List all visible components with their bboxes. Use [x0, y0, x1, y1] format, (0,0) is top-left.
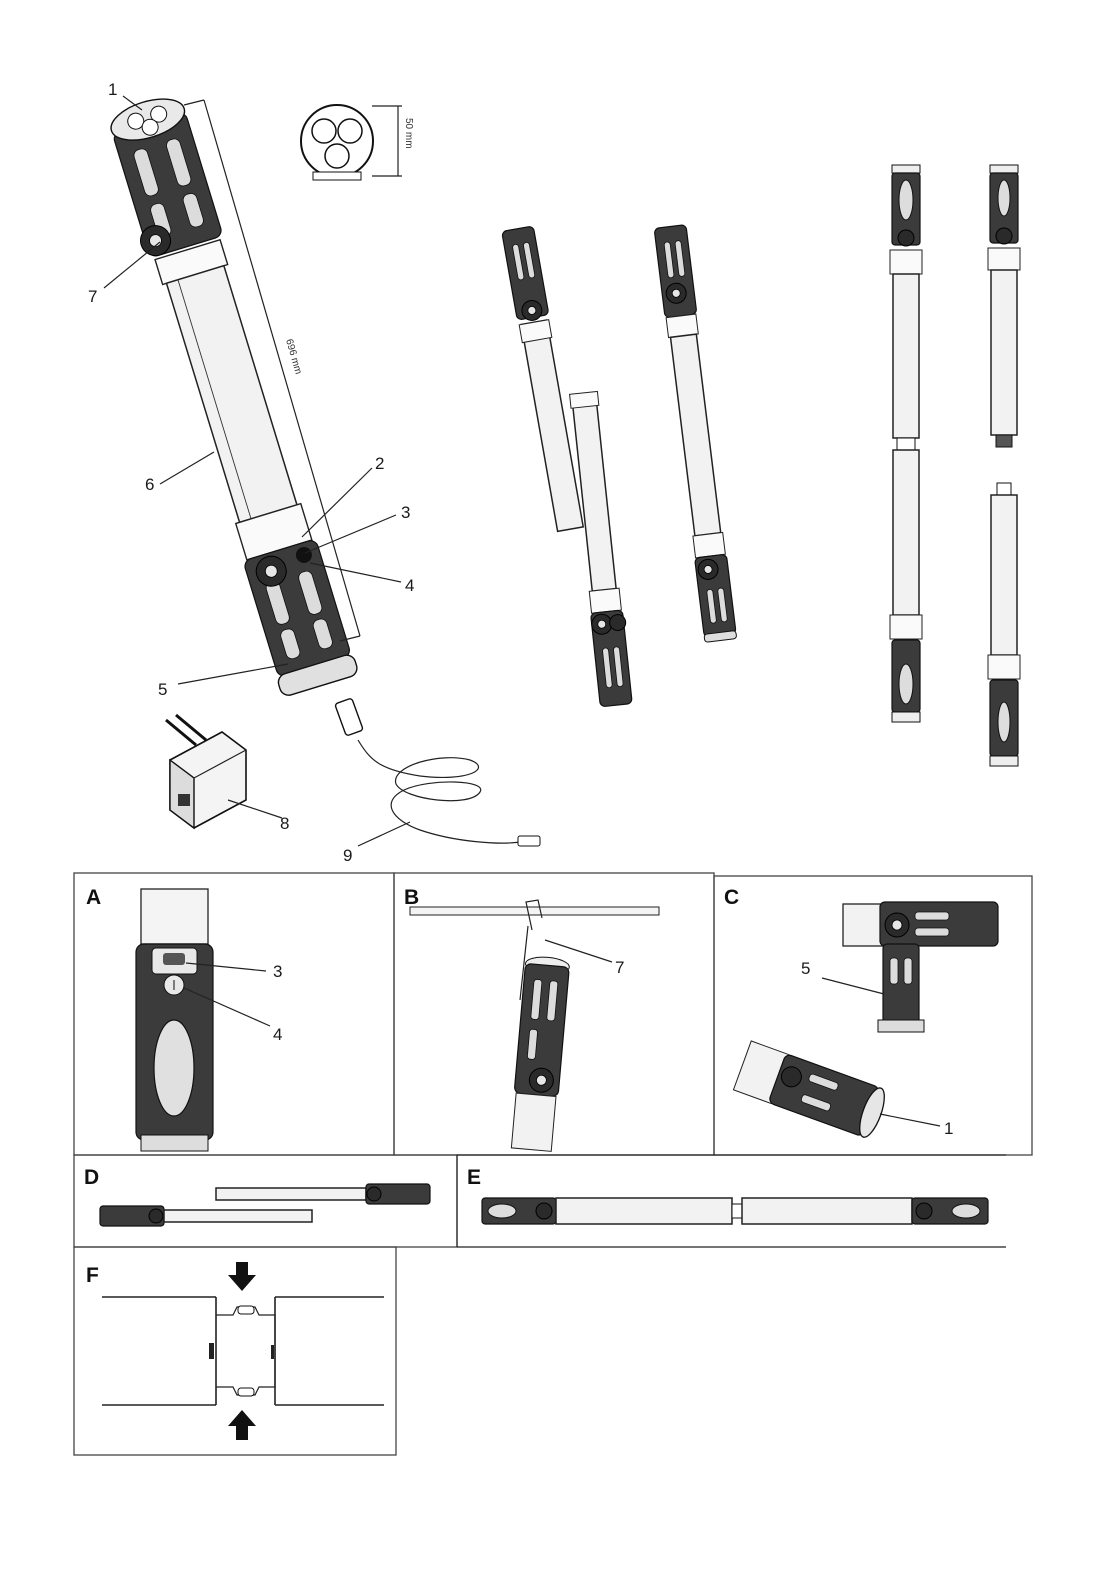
panel-b-callout-7: 7	[615, 958, 624, 977]
panel-b: B 7	[394, 873, 714, 1155]
callout-4: 4	[405, 576, 414, 595]
usb-cable: 9	[335, 698, 540, 865]
callout-2: 2	[375, 454, 384, 473]
panel-f-letter: F	[86, 1264, 99, 1287]
length-dimension: 696 mm	[283, 338, 304, 376]
main-lamp-figure: 696 mm 1 7 6 2 3 4 5	[88, 80, 414, 699]
folded-lamp-pair	[502, 226, 635, 707]
press-down-arrow	[228, 1262, 256, 1291]
callout-1: 1	[108, 80, 117, 99]
panel-e-letter: E	[467, 1166, 481, 1189]
charger-adapter: 8	[166, 715, 289, 833]
vertical-lamp-assembled	[890, 165, 922, 722]
panel-c-letter: C	[724, 886, 739, 909]
callout-6: 6	[145, 475, 154, 494]
panel-b-letter: B	[404, 886, 419, 909]
callout-3: 3	[401, 503, 410, 522]
panel-d-letter: D	[84, 1166, 99, 1189]
callout-5: 5	[158, 680, 167, 699]
panel-d: D	[74, 1155, 457, 1247]
extended-lamp-diagonal	[654, 225, 737, 643]
callout-9: 9	[343, 846, 352, 865]
vertical-lamp-separated	[988, 165, 1020, 766]
panel-a: A 3 4	[74, 873, 394, 1155]
panel-c: C 5 1	[714, 876, 1032, 1155]
panel-a-letter: A	[86, 886, 101, 909]
press-up-arrow	[228, 1410, 256, 1440]
panel-c-callout-5: 5	[801, 959, 810, 978]
panel-a-callout-4: 4	[273, 1025, 282, 1044]
callout-7: 7	[88, 287, 97, 306]
light-tube	[166, 266, 296, 523]
diameter-dimension: 50 mm	[403, 118, 414, 149]
end-view-detail: 50 mm	[301, 105, 414, 180]
callout-8: 8	[280, 814, 289, 833]
panel-e: E	[457, 1155, 1006, 1247]
panel-c-callout-1: 1	[944, 1119, 953, 1138]
panel-a-callout-3: 3	[273, 962, 282, 981]
panel-f: F	[74, 1247, 396, 1455]
